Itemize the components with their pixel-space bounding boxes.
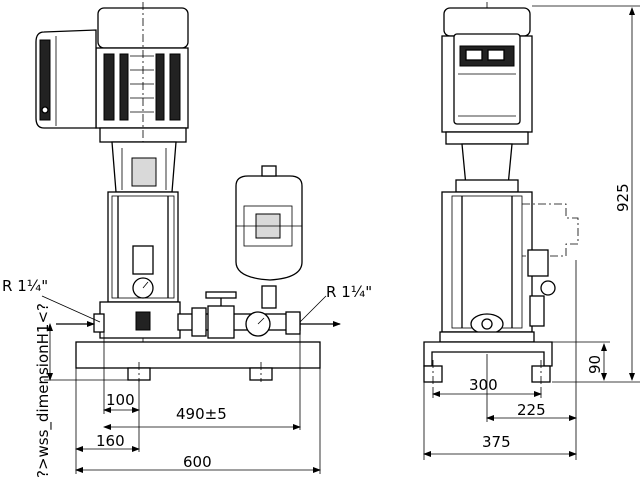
dimension-925-label: 925 <box>614 183 632 212</box>
terminal-box <box>35 29 97 129</box>
side-vessel-outline <box>522 203 579 257</box>
side-pump-stack <box>441 191 533 333</box>
terminal-box-cover <box>39 39 51 121</box>
side-view: 925 90 300 225 375 <box>423 2 640 460</box>
isolating-valve <box>207 305 235 339</box>
pressure-switch <box>132 245 154 275</box>
dimension-490-label: 490±5 <box>176 405 227 423</box>
dimension-90-label: 90 <box>586 355 604 374</box>
dimension-100-label: 100 <box>106 391 135 409</box>
front-view: R 1¼" R 1¼" ?>wss_dimensionH1<? 100 490±… <box>2 2 372 478</box>
base-frame <box>75 341 321 369</box>
dimension-225-label: 225 <box>517 401 546 419</box>
motor-fins <box>103 53 181 121</box>
side-base-frame <box>423 341 553 367</box>
dimension-600-label: 600 <box>183 453 212 471</box>
side-pressure-switch <box>527 249 549 277</box>
side-motor-cap <box>443 7 531 37</box>
outlet-label: R 1¼" <box>326 283 372 301</box>
height-dimension-label: ?>wss_dimensionH1<? <box>34 303 53 478</box>
dimension-300-label: 300 <box>469 376 498 394</box>
dimension-375-label: 375 <box>482 433 511 451</box>
dimension-160-label: 160 <box>96 432 125 450</box>
inlet-label: R 1¼" <box>2 277 48 295</box>
